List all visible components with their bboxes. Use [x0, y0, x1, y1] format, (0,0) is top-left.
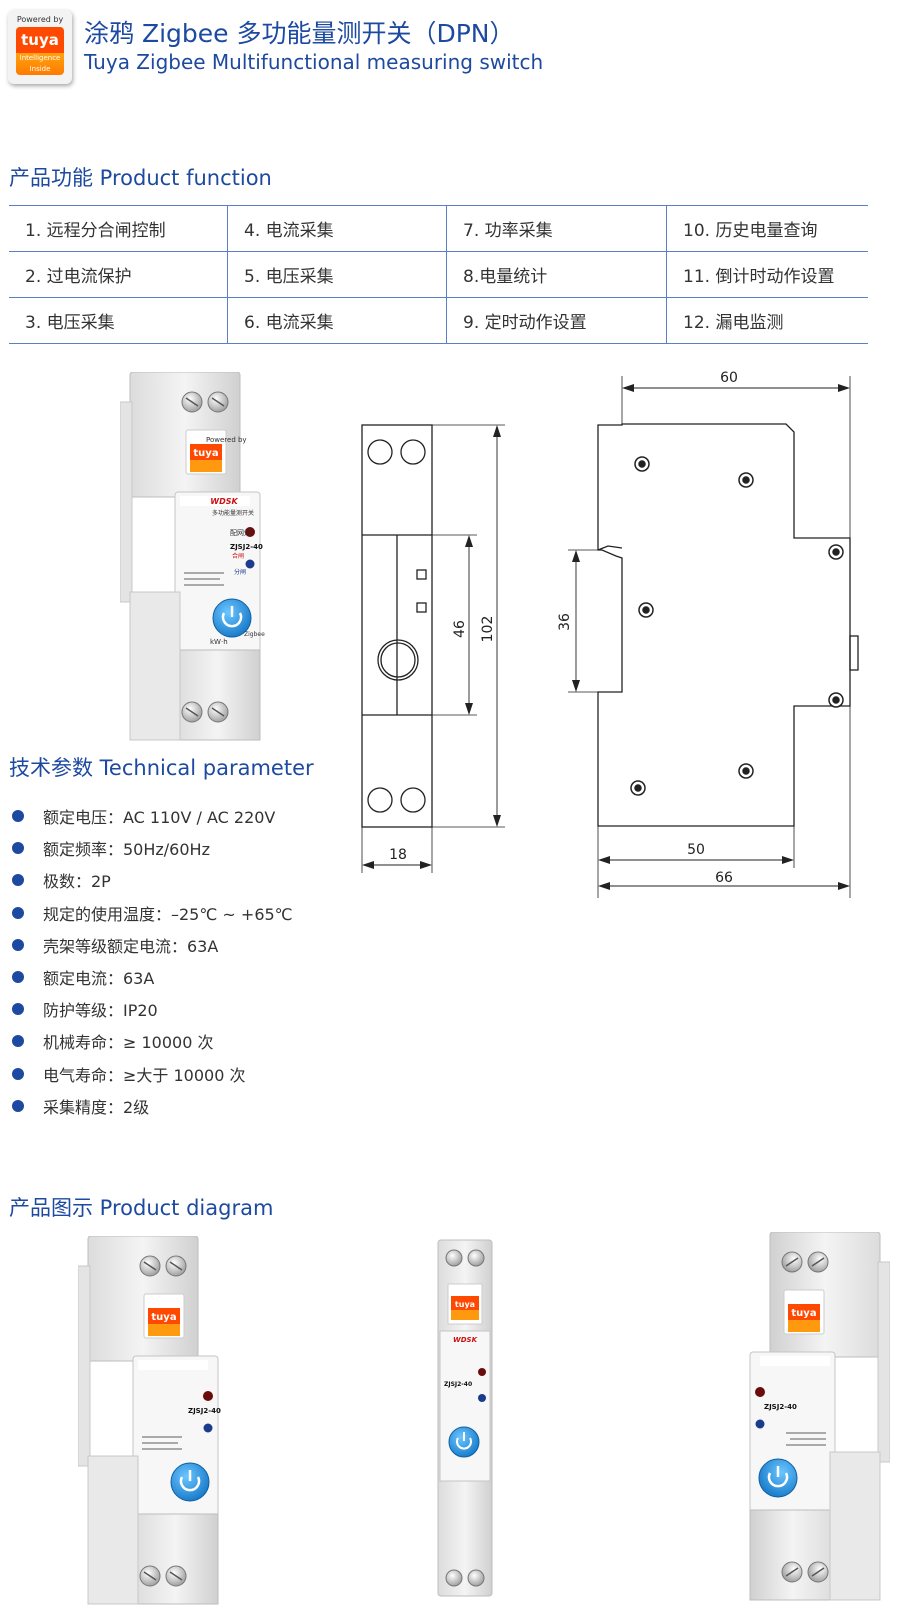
page-subtitle: Tuya Zigbee Multifunctional measuring sw… — [84, 50, 544, 74]
table-cell: 4. 电流采集 — [227, 206, 446, 251]
bullet-icon — [12, 874, 24, 887]
device-logo-brand: tuya — [455, 1300, 475, 1309]
parameter-text: 采集精度：2级 — [43, 1097, 150, 1117]
device-name: 多功能量测开关 — [212, 509, 254, 517]
on-label: 合闸 — [232, 552, 244, 560]
bullet-icon — [12, 1035, 24, 1048]
protocol-label: Zigbee — [244, 631, 265, 638]
table-cell: 3. 电压采集 — [25, 313, 115, 333]
device-logo-brand: tuya — [193, 448, 218, 459]
device-render-left: tuya ZJSJ2-40 — [78, 1236, 221, 1606]
device-logo-brand: tuya — [791, 1308, 816, 1319]
dim-side-bottom-total: 66 — [715, 870, 733, 886]
list-item: 电气寿命：≥大于 10000 次 — [12, 1058, 293, 1090]
tuya-logo: Powered by tuya Intelligence Inside — [8, 10, 72, 84]
technical-section-title: 技术参数 Technical parameter — [9, 756, 314, 780]
bullet-icon — [12, 1067, 24, 1080]
function-section-title: 产品功能 Product function — [9, 166, 272, 190]
parameter-text: 规定的使用温度：–25℃ ~ +65℃ — [43, 904, 293, 924]
list-item: 额定电压：AC 110V / AC 220V — [12, 800, 293, 832]
list-item: 采集精度：2级 — [12, 1090, 293, 1122]
logo-powered-text: Powered by — [16, 15, 64, 24]
front-dimension-drawing: 102 46 18 — [361, 424, 505, 873]
model-label: ZJSJ2-40 — [764, 1403, 797, 1411]
page-title: 涂鸦 Zigbee 多功能量测开关（DPN） — [84, 19, 515, 48]
off-label: 分闸 — [234, 568, 246, 576]
parameter-text: 电气寿命：≥大于 10000 次 — [43, 1065, 246, 1085]
table-cell: 8.电量统计 — [446, 252, 666, 297]
table-cell: 12. 漏电监测 — [666, 298, 868, 343]
logo-brand-text: tuya — [16, 27, 64, 53]
device-brand-mark: WDSK — [210, 497, 238, 506]
parameter-text: 额定电流：63A — [43, 969, 155, 989]
device-render-front: tuya WDSK ZJSJ2-40 — [437, 1239, 493, 1597]
function-table: 1. 远程分合闸控制 4. 电流采集 7. 功率采集 10. 历史电量查询 2.… — [9, 205, 868, 344]
model-label: ZJSJ2-40 — [230, 543, 263, 551]
unit-label: kW·h — [210, 638, 228, 646]
table-cell: 11. 倒计时动作设置 — [666, 252, 868, 297]
table-row: 2. 过电流保护 5. 电压采集 8.电量统计 11. 倒计时动作设置 — [9, 252, 868, 298]
table-row: 3. 电压采集 6. 电流采集 9. 定时动作设置 12. 漏电监测 — [9, 298, 868, 344]
list-item: 额定电流：63A — [12, 961, 293, 993]
side-dimension-drawing: 60 36 50 66 — [557, 370, 859, 898]
list-item: 额定频率：50Hz/60Hz — [12, 832, 293, 864]
parameter-text: 机械寿命：≥ 10000 次 — [43, 1033, 214, 1053]
parameter-list: 额定电压：AC 110V / AC 220V 额定频率：50Hz/60Hz 极数… — [12, 800, 293, 1122]
bullet-icon — [12, 938, 24, 951]
list-item: 壳架等级额定电流：63A — [12, 929, 293, 961]
table-cell: 7. 功率采集 — [446, 206, 666, 251]
list-item: 机械寿命：≥ 10000 次 — [12, 1025, 293, 1057]
parameter-text: 防护等级：IP20 — [43, 1001, 158, 1021]
bullet-icon — [12, 1099, 24, 1112]
diagram-section-title: 产品图示 Product diagram — [9, 1196, 274, 1220]
device-logo-brand: tuya — [151, 1312, 176, 1323]
list-item: 防护等级：IP20 — [12, 993, 293, 1025]
bullet-icon — [12, 810, 24, 823]
table-cell: 9. 定时动作设置 — [446, 298, 666, 343]
dim-inner-height: 46 — [452, 620, 468, 638]
dim-side-bottom-inner: 50 — [687, 842, 705, 858]
device-render-right: tuya ZJSJ2-40 — [748, 1232, 890, 1602]
parameter-text: 壳架等级额定电流：63A — [43, 936, 219, 956]
table-row: 1. 远程分合闸控制 4. 电流采集 7. 功率采集 10. 历史电量查询 — [9, 206, 868, 252]
list-item: 规定的使用温度：–25℃ ~ +65℃ — [12, 897, 293, 929]
device-logo-powered: Powered by — [206, 436, 247, 444]
parameter-text: 极数：2P — [43, 872, 111, 892]
model-label: ZJSJ2-40 — [188, 1407, 221, 1415]
table-cell: 5. 电压采集 — [227, 252, 446, 297]
device-brand-mark: WDSK — [453, 1336, 478, 1344]
bullet-icon — [12, 1003, 24, 1016]
table-cell: 1. 远程分合闸控制 — [25, 221, 166, 241]
logo-tagline: Intelligence Inside — [16, 53, 64, 75]
table-cell: 6. 电流采集 — [227, 298, 446, 343]
dim-side-top-width: 60 — [720, 370, 738, 386]
dim-front-width: 18 — [389, 847, 407, 863]
dim-side-left-height: 36 — [557, 613, 573, 631]
parameter-text: 额定频率：50Hz/60Hz — [43, 840, 210, 860]
device-render-main: Powered by tuya WDSK 多功能量测开关 配网灯 ZJSJ2-4… — [120, 372, 265, 742]
model-label: ZJSJ2-40 — [444, 1381, 472, 1388]
list-item: 极数：2P — [12, 864, 293, 896]
parameter-text: 额定电压：AC 110V / AC 220V — [43, 808, 276, 828]
bullet-icon — [12, 842, 24, 855]
table-cell: 10. 历史电量查询 — [666, 206, 868, 251]
table-cell: 2. 过电流保护 — [25, 267, 132, 287]
logo-tagline-line1: Intelligence — [19, 54, 61, 62]
bullet-icon — [12, 971, 24, 984]
bullet-icon — [12, 906, 24, 919]
logo-tagline-line2: Inside — [29, 65, 51, 73]
indicator-label: 配网灯 — [230, 528, 251, 537]
dim-total-height: 102 — [480, 616, 496, 643]
